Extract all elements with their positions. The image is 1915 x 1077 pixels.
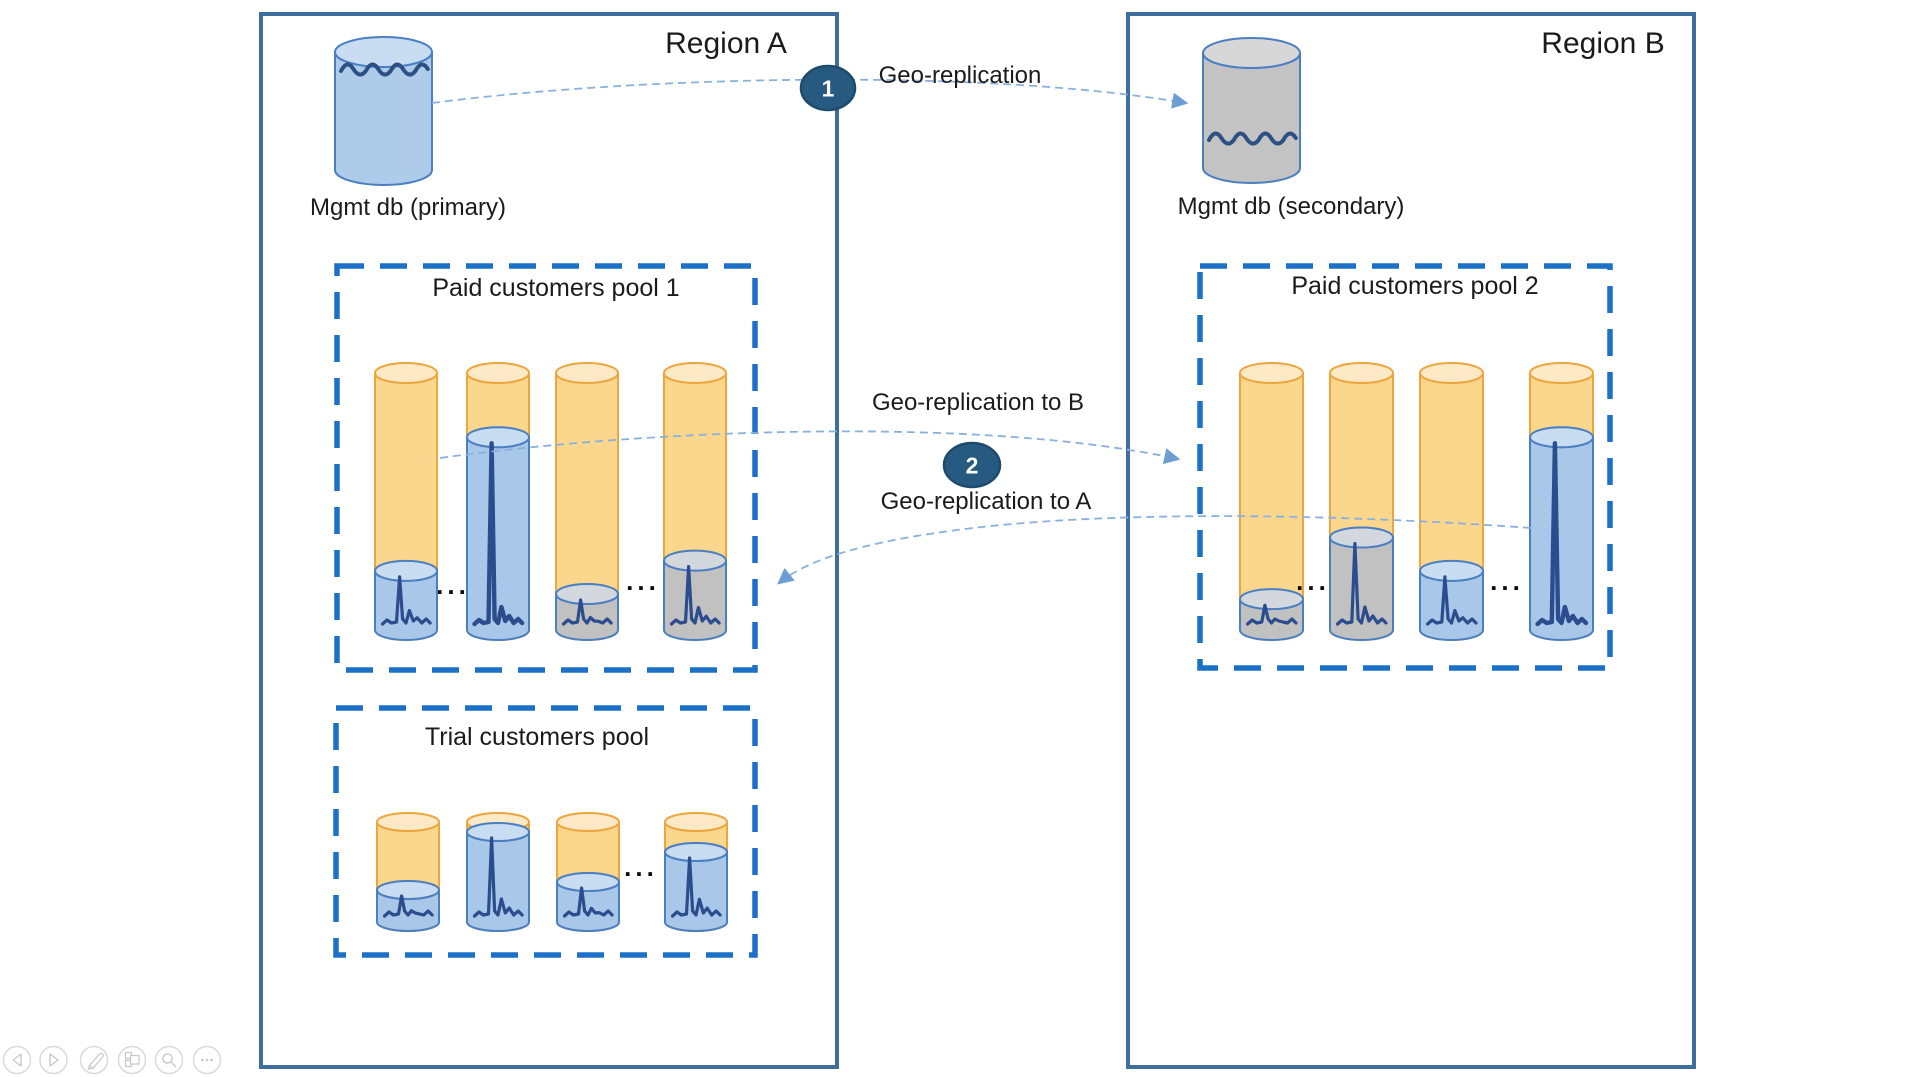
chevron-left-icon — [12, 1053, 22, 1067]
trial-db-4-activity-graph — [670, 856, 722, 918]
pen-button[interactable] — [79, 1045, 109, 1075]
magnifier-icon — [162, 1053, 177, 1068]
trial-db-4-usage-fill-top — [664, 842, 728, 862]
geo-replication-label: Geo-replication — [878, 62, 1042, 89]
pool1-db-4-activity-graph — [669, 565, 721, 626]
pool1-db-4-usage-fill-top — [663, 549, 727, 572]
trial-db-2-activity-graph — [472, 836, 524, 918]
pool1-db-1-usage-fill-top — [374, 559, 438, 582]
pool1-db-4-capacity-top — [663, 362, 727, 384]
mgmt-db-secondary-cylinder — [1202, 52, 1301, 184]
trial-db-3-capacity-top — [556, 812, 620, 832]
step-2-badge — [942, 441, 1002, 489]
pool2-db-3-usage-fill-top — [1419, 559, 1484, 582]
pool1-db-1-capacity-top — [374, 362, 438, 384]
next-slide-button[interactable] — [39, 1045, 68, 1075]
pool1-db-4-usage-fill — [663, 560, 727, 641]
pool2-db-4-usage-fill — [1529, 437, 1594, 641]
mgmt-db-primary-label: Mgmt db (primary) — [309, 194, 507, 221]
pool1-title: Paid customers pool 1 — [432, 274, 680, 302]
mgmt-db-primary-cylinder — [334, 51, 433, 186]
pool2-db-4-usage-fill-top — [1529, 426, 1594, 449]
region-b-title: Region B — [1541, 27, 1665, 60]
region-a-title: Region A — [665, 27, 787, 60]
pool2-db-2-usage-fill-top — [1329, 526, 1394, 549]
pool2-db-1-activity-graph — [1246, 603, 1298, 626]
pool2-ellipsis-1: ... — [1296, 566, 1330, 596]
pool2-db-1-usage-fill-top — [1239, 588, 1304, 611]
trial-pool-title: Trial customers pool — [424, 723, 650, 751]
pool2-db-4-activity-graph — [1535, 441, 1589, 627]
pool1-ellipsis-1: ... — [436, 570, 470, 600]
step-2-badge-number: 2 — [965, 452, 979, 479]
trial-db-2-usage-fill-top — [466, 822, 530, 842]
geo-replication-to-b-arrow — [439, 430, 1181, 464]
pool2-ellipsis-2: ... — [1490, 566, 1524, 596]
pool2-db-2-usage-fill — [1329, 537, 1394, 641]
show-slides-button[interactable] — [117, 1045, 147, 1075]
geo-replication-to-a-arrow — [777, 515, 1532, 585]
mgmt-db-secondary-cylinder-squiggle — [1207, 131, 1298, 146]
database-cylinders — [334, 36, 1594, 932]
mgmt-db-secondary-label: Mgmt db (secondary) — [1177, 193, 1405, 220]
trial-db-1-capacity-top — [376, 812, 440, 832]
pool2-db-3-capacity-top — [1419, 362, 1484, 384]
step-1-badge — [799, 64, 857, 112]
pen-icon — [87, 1052, 104, 1070]
geo-replication-to-b-label: Geo-replication to B — [871, 389, 1085, 416]
pool1-db-1-activity-graph — [380, 575, 432, 626]
mgmt-db-primary-cylinder-squiggle — [339, 62, 430, 77]
pool2-border — [1197, 263, 1613, 671]
pool1-db-3-usage-fill-top — [555, 583, 619, 606]
pool1-db-2-usage-fill-top — [466, 426, 530, 449]
region-a-box — [259, 12, 839, 1069]
trial-db-3-usage-fill-top — [556, 872, 620, 892]
mgmt-db-secondary-cylinder-top — [1202, 37, 1301, 69]
slides-icon — [124, 1051, 140, 1068]
pool2-db-1-capacity-top — [1239, 362, 1304, 384]
more-options-button[interactable] — [192, 1045, 222, 1075]
pool2-db-2-capacity-top — [1329, 362, 1394, 384]
geo-replication-to-a-label: Geo-replication to A — [880, 488, 1092, 515]
pool1-db-2-capacity-top — [466, 362, 530, 384]
trial-pool-border — [333, 705, 758, 958]
pool1-ellipsis-2: ... — [626, 566, 660, 596]
pool1-db-3-capacity-top — [555, 362, 619, 384]
region-b-box — [1126, 12, 1696, 1069]
chevron-right-icon — [49, 1053, 59, 1067]
pool1-border — [334, 263, 758, 673]
mgmt-db-primary-cylinder-top — [334, 36, 433, 68]
previous-slide-button[interactable] — [2, 1045, 32, 1075]
zoom-button[interactable] — [154, 1045, 184, 1075]
trial-db-1-activity-graph — [382, 894, 434, 918]
pool1-db-2-usage-fill — [466, 437, 530, 641]
pool2-db-4-capacity-top — [1529, 362, 1594, 384]
pool1-db-2-activity-graph — [472, 441, 525, 627]
pool1-db-3-activity-graph — [561, 598, 613, 626]
trial-db-1-usage-fill-top — [376, 880, 440, 900]
ellipsis-icon — [201, 1058, 213, 1062]
trial-db-4-capacity-top — [664, 812, 728, 832]
step-1-badge-number: 1 — [821, 75, 835, 102]
trial-db-4-usage-fill — [664, 851, 728, 932]
pool2-title: Paid customers pool 2 — [1291, 272, 1539, 300]
trial-pool-ellipsis: ... — [624, 852, 658, 882]
trial-db-3-activity-graph — [562, 886, 614, 918]
pool2-db-3-activity-graph — [1426, 575, 1478, 626]
pool2-db-2-activity-graph — [1336, 541, 1388, 626]
